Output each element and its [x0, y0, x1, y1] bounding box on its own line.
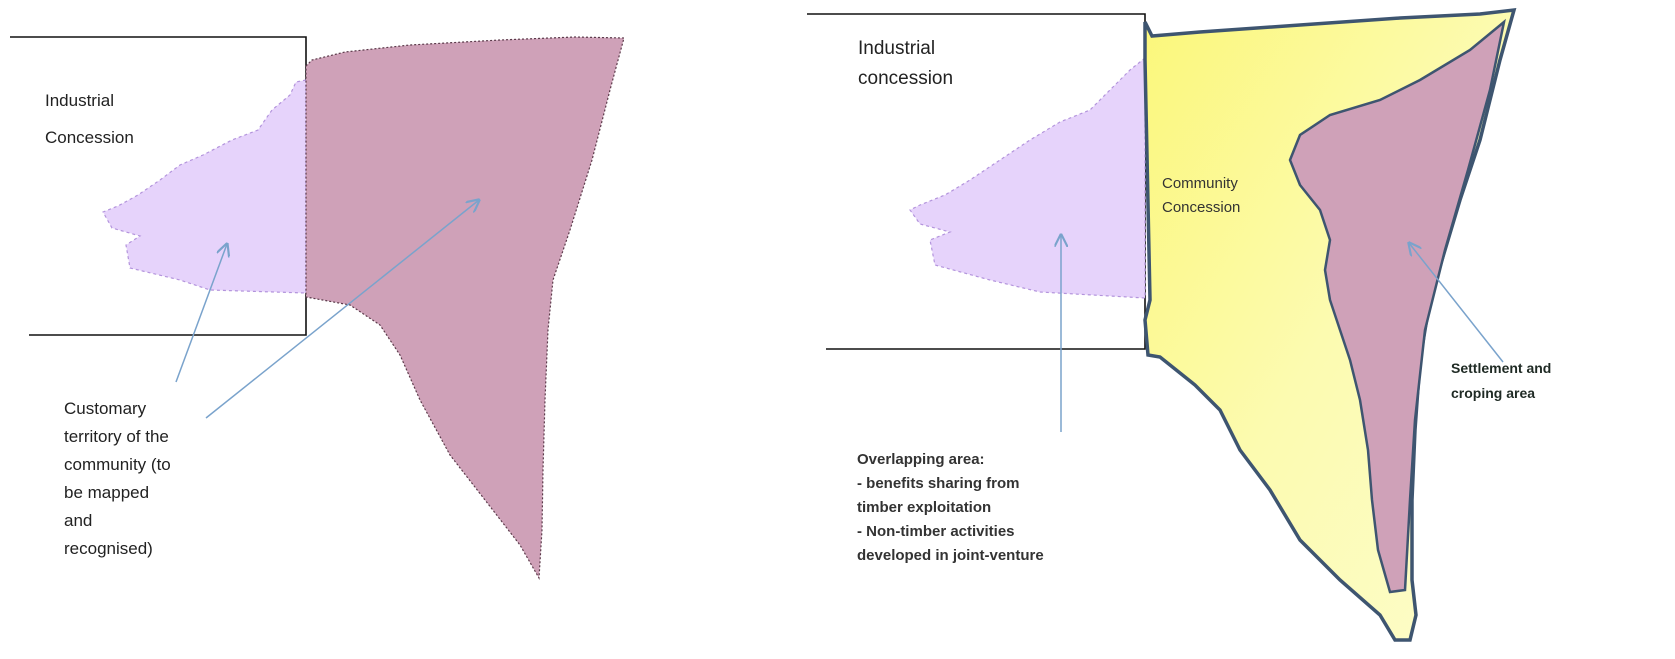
arrow-to-territory: [205, 200, 479, 419]
overlapping-area-right: [909, 56, 1146, 299]
label-line: be mapped: [64, 483, 150, 502]
label-line: croping area: [1451, 385, 1536, 401]
label-line: - Non-timber activities: [857, 523, 1015, 540]
left-panel: [10, 36, 625, 581]
industrial-concession-label: Industrial Concession: [45, 87, 134, 152]
label-line: territory of the: [64, 427, 169, 446]
right-panel: [807, 7, 1517, 642]
customary-territory-label: Customary territory of the community (to…: [64, 395, 171, 563]
label-line: Overlapping area:: [857, 451, 985, 468]
label-line: recognised): [64, 539, 153, 558]
label-line: Industrial: [858, 38, 936, 59]
industrial-concession-label-right: Industrial concession: [858, 34, 953, 94]
label-line: concession: [858, 68, 954, 89]
community-concession-label: Community Concession: [1162, 172, 1240, 220]
label-line: developed in joint-venture: [857, 547, 1044, 564]
label-line: community (to: [64, 455, 171, 474]
customary-territory: [305, 36, 625, 581]
label-line: Settlement and: [1451, 360, 1552, 376]
settlement-cropping-area: [1288, 18, 1506, 594]
label-line: Community: [1162, 175, 1238, 192]
overlapping-area-label: Overlapping area: - benefits sharing fro…: [857, 448, 1044, 568]
label-line: Customary: [64, 399, 147, 418]
label-line: timber exploitation: [857, 499, 992, 516]
arrow-to-settlement: [1409, 243, 1504, 363]
overlapping-area: [102, 79, 307, 294]
arrow-to-overlap: [175, 244, 227, 383]
label-line: - benefits sharing from: [857, 475, 1020, 492]
label-line: Industrial: [45, 91, 114, 110]
settlement-label: Settlement and croping area: [1451, 358, 1551, 404]
label-line: Concession: [45, 128, 134, 147]
label-line: Concession: [1162, 199, 1241, 216]
label-line: and: [64, 511, 93, 530]
